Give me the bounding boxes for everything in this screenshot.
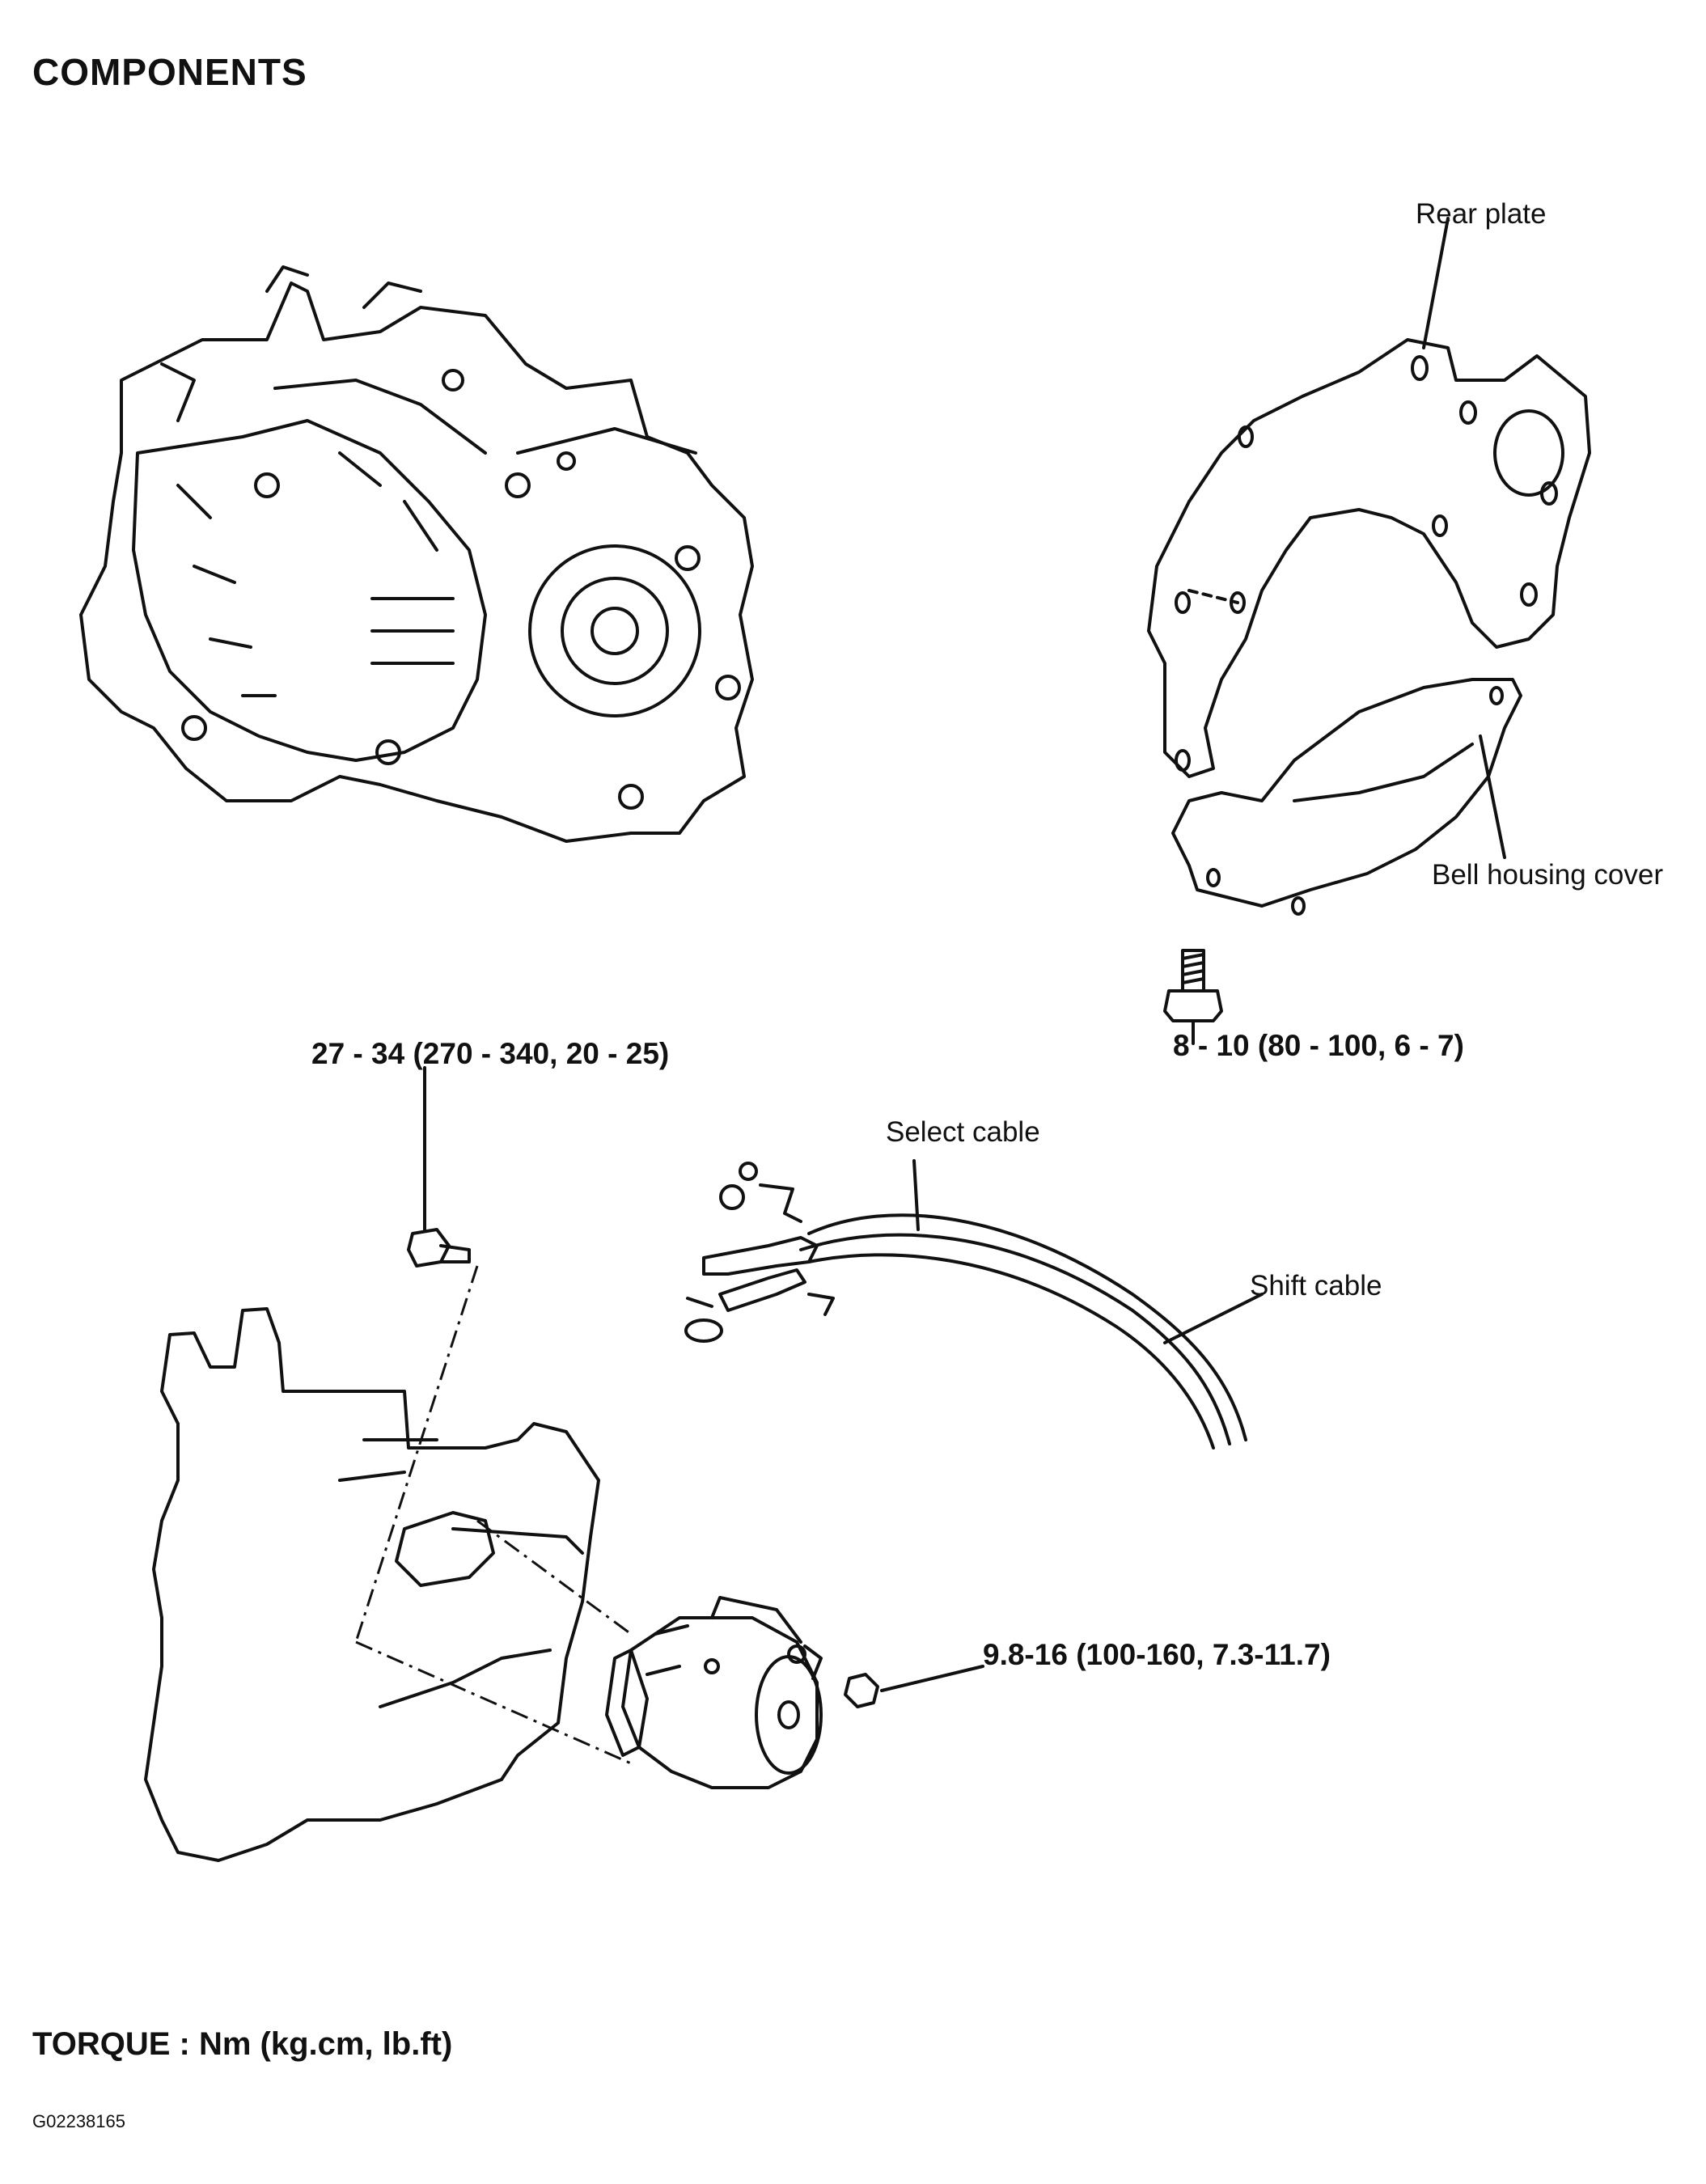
bell-cover-bolt-drawing: [1163, 949, 1223, 1045]
starter-nut-torque: 9.8-16 (100-160, 7.3-11.7): [983, 1638, 1331, 1671]
transaxle-drawing: [79, 265, 754, 843]
rear-plate-drawing: [1147, 338, 1591, 778]
shift-cable-label: Shift cable: [1250, 1270, 1382, 1302]
figure-code: G02238165: [32, 2111, 125, 2131]
rear-plate-label: Rear plate: [1416, 198, 1547, 230]
starter-bolt-torque: 27 - 34 (270 - 340, 20 - 25): [311, 1037, 670, 1070]
select-cable-label: Select cable: [886, 1116, 1040, 1148]
transmission-case-drawing: [144, 1307, 600, 1862]
bell-cover-bolt-torque: 8 - 10 (80 - 100, 6 - 7): [1173, 1029, 1464, 1062]
cables-drawing: [684, 1159, 1264, 1450]
torque-units-note: TORQUE : Nm (kg.cm, lb.ft): [32, 2026, 453, 2062]
starter-bolt-drawing: [407, 1066, 471, 1268]
starter-motor-drawing: [605, 1596, 984, 1789]
bell-housing-cover-label: Bell housing cover: [1432, 859, 1663, 891]
page-title: COMPONENTS: [32, 51, 307, 93]
bell-housing-cover-drawing: [1171, 678, 1522, 916]
